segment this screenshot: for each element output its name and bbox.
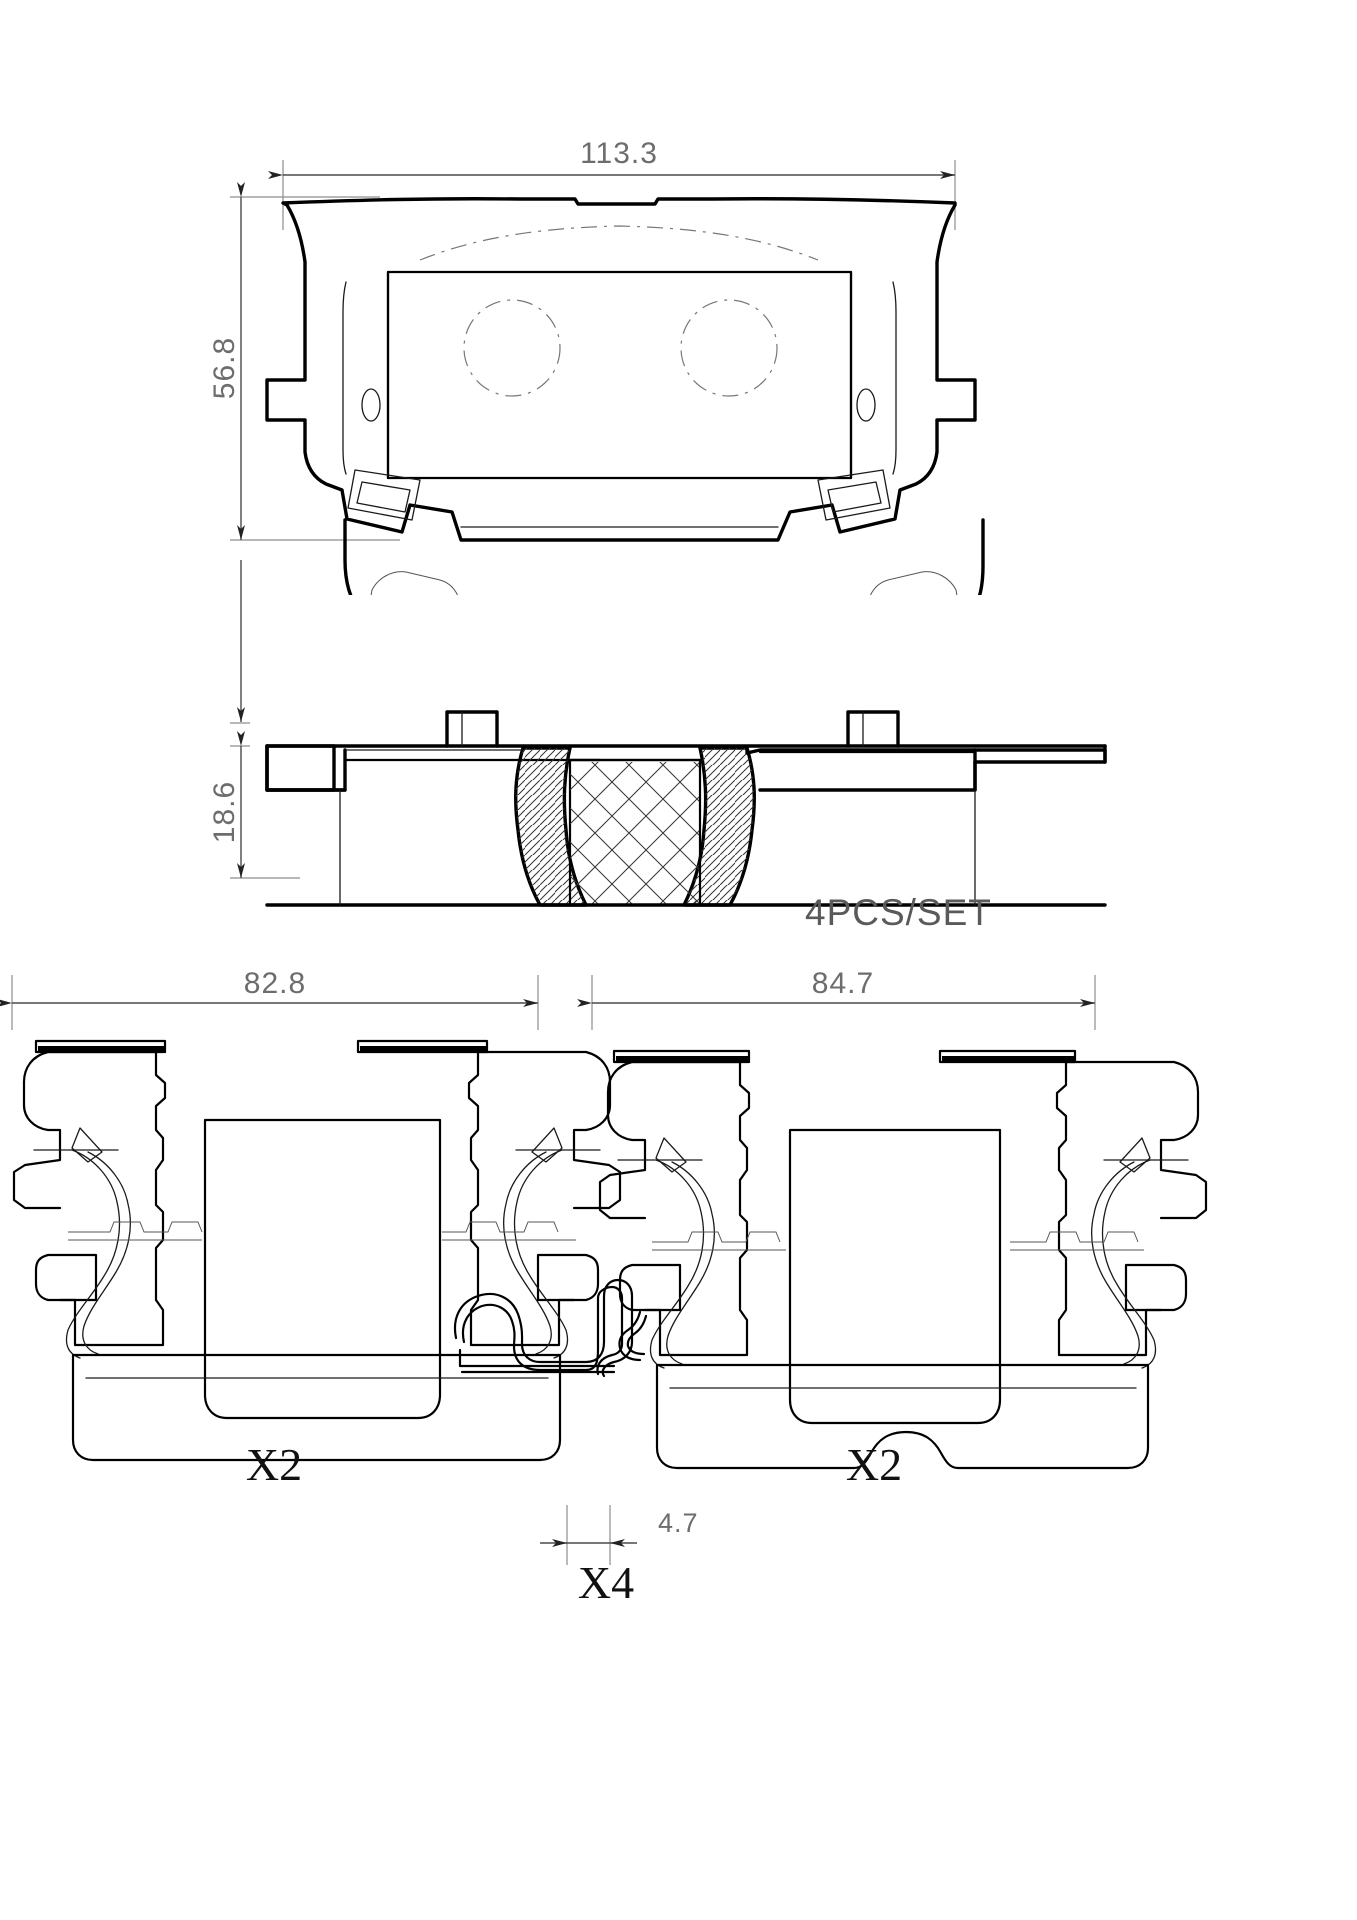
dimension-label-shim-right-width: 84.7 <box>812 967 874 1000</box>
dimension-pad-width: 113.3 <box>268 137 956 230</box>
shim-left-spring-tip-right <box>531 1127 563 1163</box>
shim-right-spring-arm-right-inner <box>1091 1161 1140 1365</box>
shim-right-base-plate <box>655 1363 1150 1470</box>
pad-top-chamfer-dashed <box>419 225 819 261</box>
shim-left-center-plate <box>203 1118 442 1420</box>
spring-clip-right-hook <box>618 1310 642 1362</box>
shim-left-spring-arm <box>65 1149 121 1359</box>
shim-left-spring-arm-inner <box>82 1151 131 1355</box>
shim-right-view: 84.7 X2 <box>577 967 1208 1490</box>
dimension-pad-thickness: 18.6 <box>208 731 340 879</box>
pad-friction-block-inner-left <box>342 281 347 475</box>
shim-left-notch-row-right <box>442 1221 559 1233</box>
spring-clip-quantity-label: X4 <box>578 1557 634 1608</box>
section-friction-hatch <box>570 762 699 904</box>
shim-right-lower-tab-right <box>1124 1263 1188 1312</box>
pad-wear-tab-right <box>817 469 891 521</box>
pad-slot-right <box>856 388 876 422</box>
shim-right-spring-tip-left <box>655 1137 687 1173</box>
shim-right-notch-row-right <box>1010 1231 1139 1243</box>
pad-hole-right-dashed <box>680 299 778 397</box>
shim-left-notch-row-left <box>68 1221 203 1233</box>
set-quantity-note: 4PCS/SET <box>805 892 992 933</box>
pad-friction-block-inner-right <box>892 281 897 475</box>
shim-left-spring-arm-right-inner <box>503 1151 552 1355</box>
dimension-label-pad-thickness: 18.6 <box>208 781 241 843</box>
dimension-label-shim-left-width: 82.8 <box>244 967 306 1000</box>
shim-right-body-left <box>643 1060 751 1357</box>
section-detail-group <box>250 595 1290 907</box>
shim-left-tab-top-left <box>34 1039 167 1054</box>
shim-left-tab-top-right-fill <box>360 1046 486 1051</box>
shim-left-body-right <box>467 1050 576 1347</box>
pad-section-view: 18.6 <box>208 595 1290 907</box>
shim-right-quantity-label: X2 <box>846 1439 902 1490</box>
section-boss-right-hatch <box>684 748 755 905</box>
shim-left-spring-tip <box>71 1127 103 1163</box>
dimension-label-clip-width: 4.7 <box>658 1508 699 1538</box>
shim-left-body-left <box>58 1050 167 1347</box>
shim-left-outer-left-edge <box>12 1050 158 1210</box>
pad-wear-tab-left-inner <box>356 481 411 513</box>
pad-wear-tab-right-inner <box>827 481 882 513</box>
pad-front-view: 113.3 56.8 <box>208 137 977 542</box>
spring-clip-outer-profile <box>453 1278 634 1378</box>
section-boss-left-hatch <box>515 748 586 905</box>
pad-hole-left-dashed <box>463 299 561 397</box>
shim-left-lower-tab-left <box>34 1253 98 1302</box>
dimension-clip-width: 4.7 <box>540 1505 699 1565</box>
shim-left-base-plate <box>71 1353 562 1462</box>
dimension-shim-left-width: 82.8 <box>0 967 539 1030</box>
spring-clip-tail <box>458 1348 616 1368</box>
shim-right-notch-row-left <box>652 1231 781 1243</box>
spring-clip-right-hook-inner <box>626 1314 648 1356</box>
pad-slot-left <box>361 388 381 422</box>
shim-right-outer-right-edge <box>1064 1060 1208 1220</box>
dimension-label-pad-width: 113.3 <box>580 137 658 170</box>
shim-right-spring-tip-right <box>1119 1137 1151 1173</box>
shim-left-spring-arm-right <box>513 1149 569 1359</box>
shim-right-outer-left-edge <box>598 1060 742 1220</box>
section-retaining-tab-left <box>445 710 499 748</box>
section-retaining-tab-right <box>846 710 900 748</box>
pad-backing-plate-outline <box>265 197 977 542</box>
spring-clip-view: 4.7 X4 <box>453 1278 699 1608</box>
shim-right-spring-arm-left <box>649 1159 705 1369</box>
shim-right-center-plate <box>788 1128 1002 1425</box>
shim-right-body-right <box>1055 1060 1163 1357</box>
shim-right-tab-top-left-fill <box>616 1056 748 1061</box>
shim-left-quantity-label: X2 <box>246 1439 302 1490</box>
shim-left-lower-tab-right <box>536 1253 600 1302</box>
shim-right-tab-top-left <box>612 1049 751 1064</box>
shim-left-tab-top-left-fill <box>38 1046 164 1051</box>
shim-right-spring-arm-right <box>1101 1159 1157 1369</box>
pad-wear-tab-left <box>347 469 421 521</box>
section-shim-right <box>745 748 977 792</box>
shim-right-tab-top-right-fill <box>942 1056 1074 1061</box>
dimension-label-pad-height: 56.8 <box>208 337 241 399</box>
dimension-pad-height: 56.8 <box>208 182 400 541</box>
shim-right-spring-arm-left-inner <box>666 1161 715 1365</box>
dimension-shim-right-width: 84.7 <box>577 967 1096 1030</box>
